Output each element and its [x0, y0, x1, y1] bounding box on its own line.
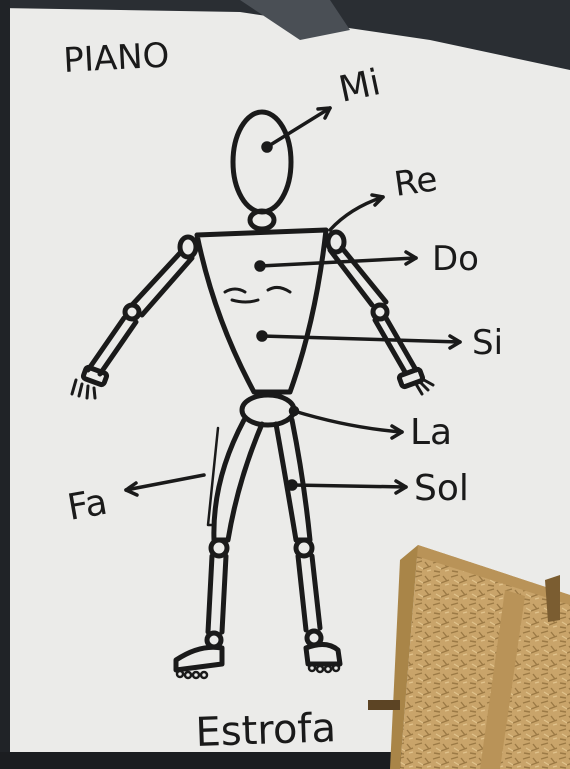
si-label: Si: [472, 323, 503, 363]
title-label: PIANO: [62, 35, 170, 80]
sol-label: Sol: [414, 468, 469, 509]
left-edge-shadow: [0, 0, 10, 769]
mi-label: Mi: [335, 62, 384, 111]
fa-label: Fa: [64, 482, 110, 529]
re-label: Re: [392, 159, 440, 205]
la-label: La: [410, 412, 452, 453]
do-label: Do: [432, 239, 479, 279]
estrofa-label: Estrofa: [195, 705, 337, 756]
